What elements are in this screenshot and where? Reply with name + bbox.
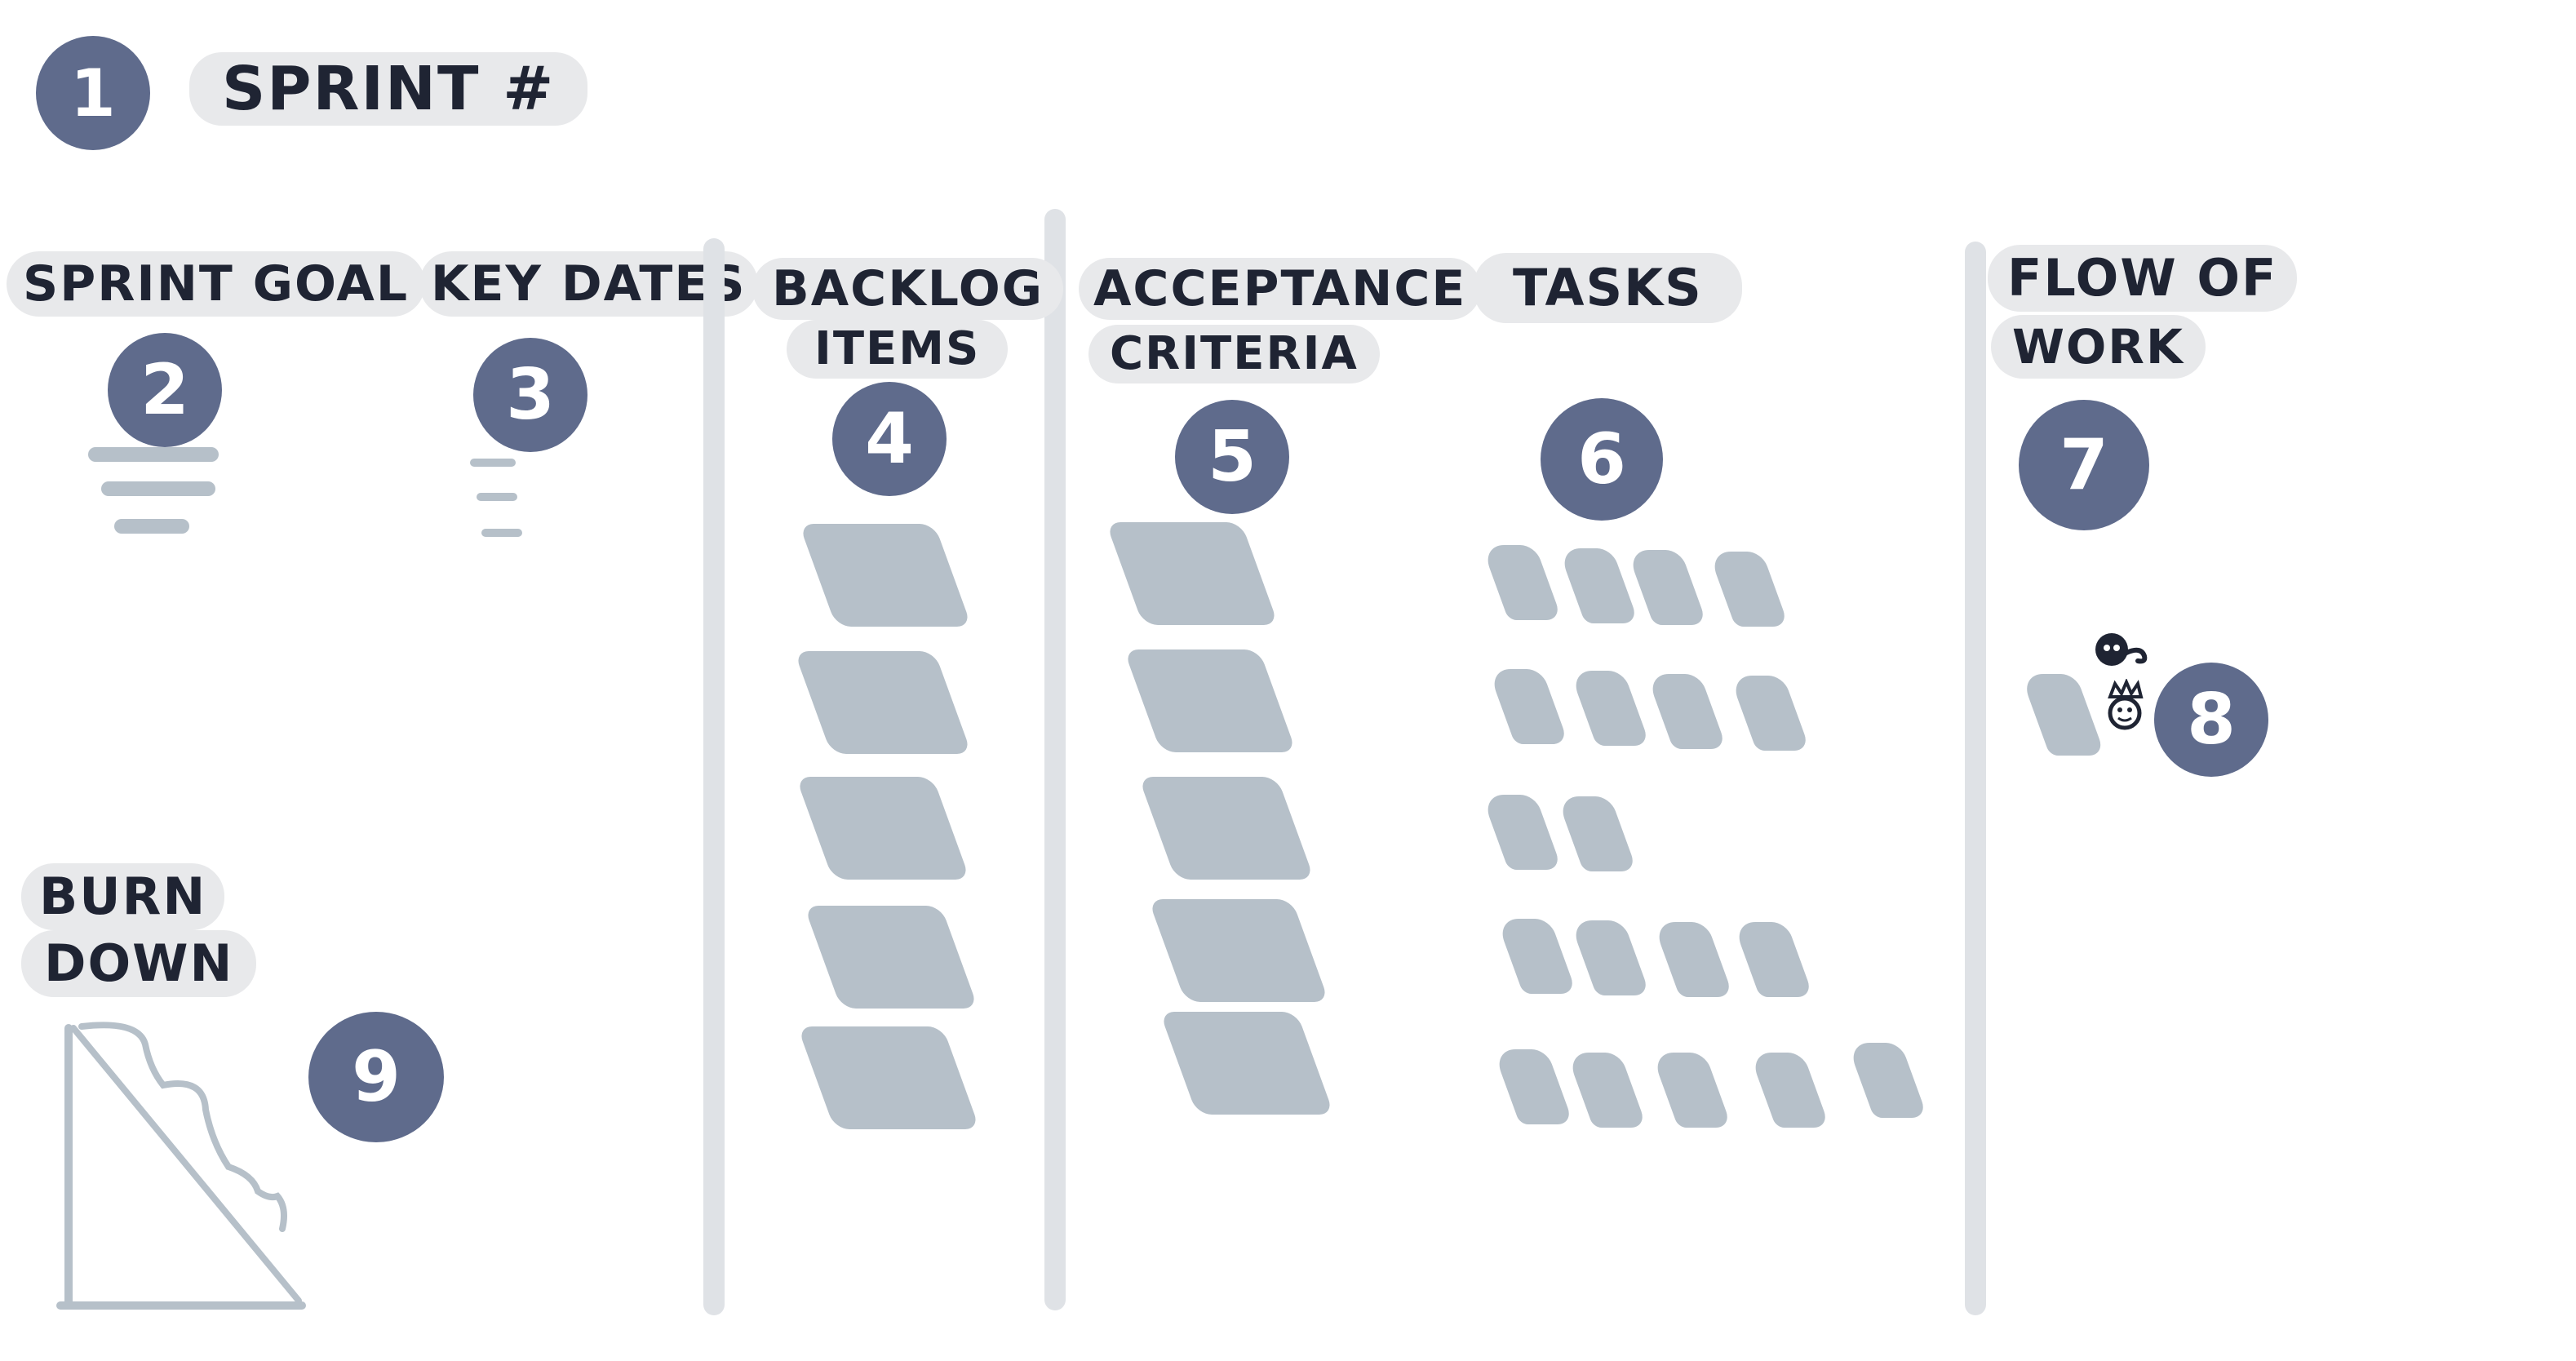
column-divider-1 xyxy=(703,238,725,1315)
burndown-chart-icon xyxy=(56,1022,306,1310)
acceptance-criteria-card xyxy=(1106,522,1279,625)
task-card xyxy=(1558,548,1639,623)
task-card xyxy=(1481,795,1563,870)
task-card xyxy=(1488,669,1569,744)
backlog-item-card xyxy=(796,777,970,880)
step-badge-2: 2 xyxy=(108,333,222,447)
step-badge-7: 7 xyxy=(2019,400,2149,530)
backlog-item-card xyxy=(797,1026,980,1129)
acceptance-criteria-card xyxy=(1124,649,1297,752)
backlog-item-card xyxy=(804,906,978,1009)
task-card xyxy=(1626,550,1708,625)
column-divider-3 xyxy=(1965,242,1986,1315)
task-card xyxy=(1566,1053,1647,1128)
step-badge-9: 9 xyxy=(308,1012,444,1142)
acceptance-criteria-label-line2: CRITERIA xyxy=(1088,325,1380,383)
task-card xyxy=(1569,920,1651,995)
step-badge-8: 8 xyxy=(2154,663,2268,777)
task-card xyxy=(1749,1053,1830,1128)
task-card xyxy=(1651,1053,1732,1128)
step-badge-3: 3 xyxy=(473,338,587,452)
task-card xyxy=(1646,674,1727,749)
task-card xyxy=(1732,922,1814,997)
task-card xyxy=(1708,552,1789,627)
backlog-items-label-line2: ITEMS xyxy=(787,320,1009,379)
sprint-goal-label: SPRINT GOAL xyxy=(7,251,426,317)
task-card xyxy=(1481,545,1563,620)
burn-down-label-line2: DOWN xyxy=(21,930,257,997)
flow-of-work-label-line1: FLOW OF xyxy=(1988,245,2298,312)
column-divider-2 xyxy=(1044,209,1066,1310)
step-badge-6: 6 xyxy=(1541,398,1663,521)
task-card xyxy=(1492,1049,1574,1124)
burn-down-label-line1: BURN xyxy=(21,863,225,930)
task-card xyxy=(1569,671,1651,746)
step-badge-1: 1 xyxy=(36,36,150,150)
person-icon xyxy=(2095,633,2148,666)
task-card xyxy=(1556,796,1638,871)
acceptance-criteria-card xyxy=(1138,777,1315,880)
key-dates-label: KEY DATES xyxy=(419,251,758,317)
backlog-item-card xyxy=(799,524,972,627)
step-badge-4: 4 xyxy=(832,382,947,496)
step-badge-5: 5 xyxy=(1175,400,1289,514)
backlog-items-label-line1: BACKLOG xyxy=(752,258,1064,320)
task-card xyxy=(1496,919,1577,994)
tasks-label: TASKS xyxy=(1474,253,1742,323)
flow-of-work-label-line2: WORK xyxy=(1991,315,2206,379)
acceptance-criteria-card xyxy=(1159,1012,1334,1115)
task-card xyxy=(1729,676,1811,751)
acceptance-criteria-label-line1: ACCEPTANCE xyxy=(1079,258,1482,320)
task-card xyxy=(1847,1043,1928,1118)
task-card xyxy=(1652,922,1734,997)
sprint-title: SPRINT # xyxy=(189,52,588,126)
crowned-person-icon xyxy=(2108,679,2144,730)
backlog-item-card xyxy=(794,651,972,754)
acceptance-criteria-card xyxy=(1148,899,1329,1002)
flow-work-card xyxy=(2020,674,2106,756)
